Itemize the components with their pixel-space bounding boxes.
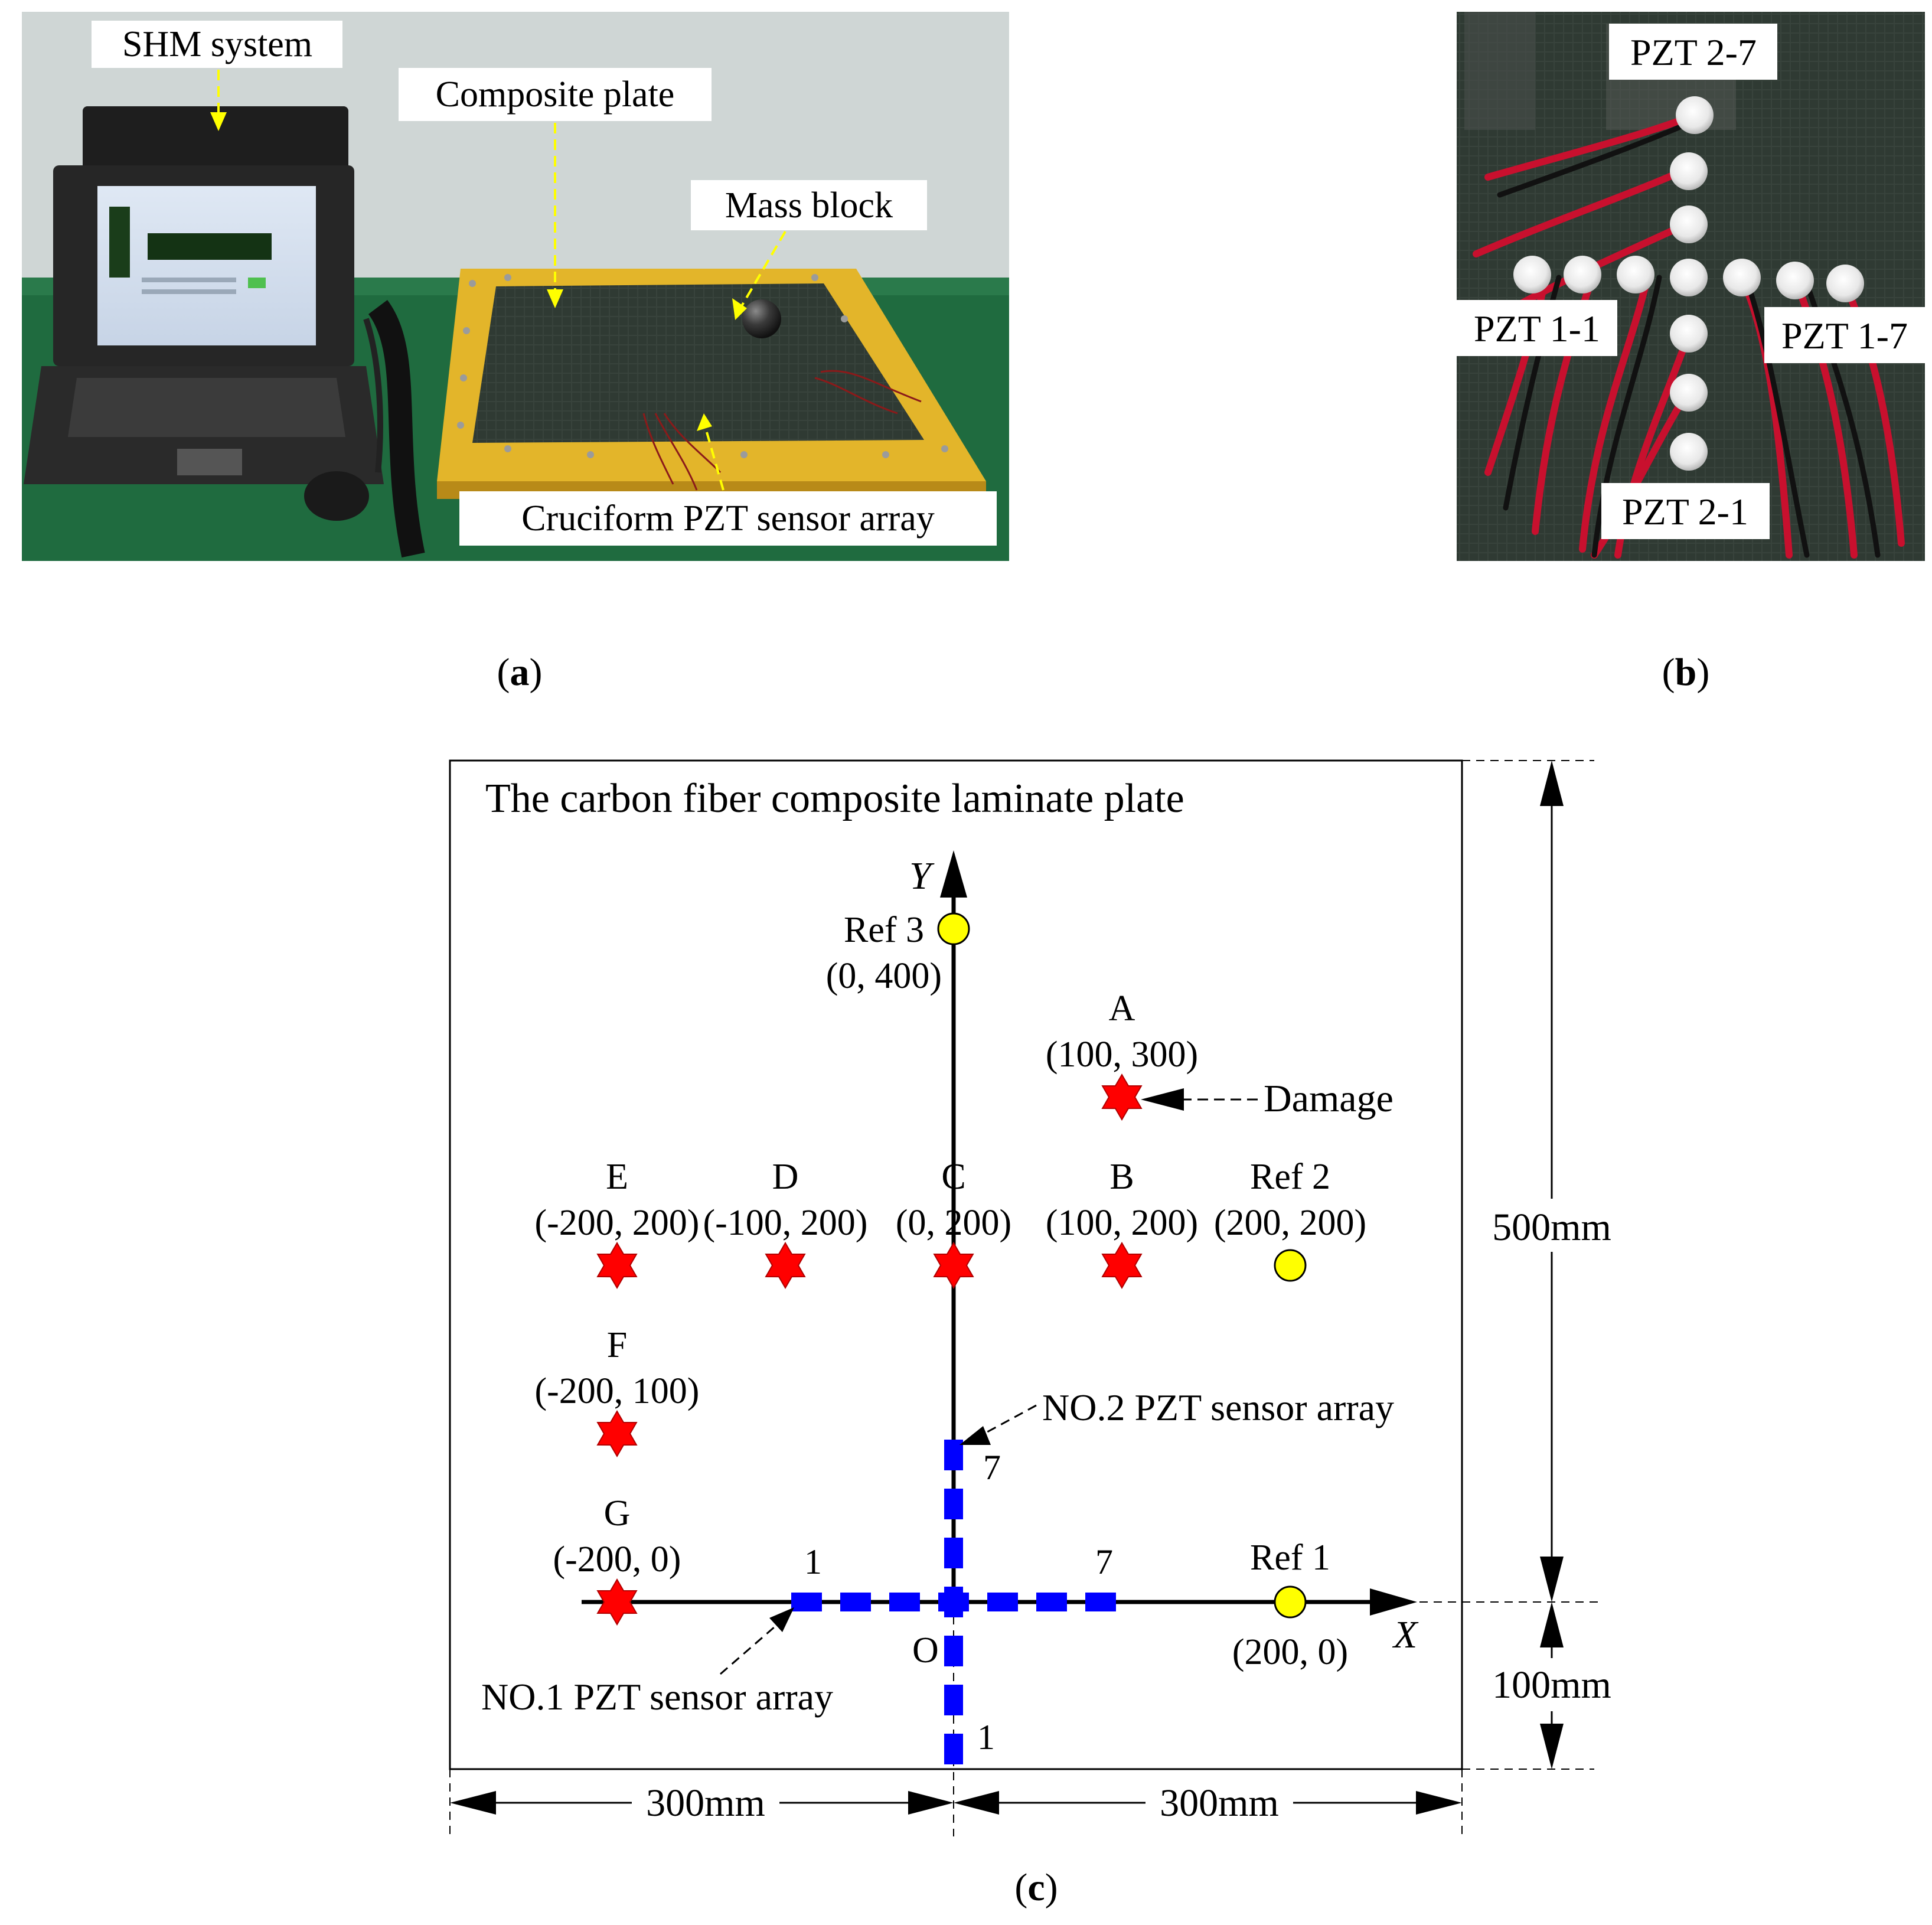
svg-text:PZT 1-7: PZT 1-7 — [1781, 315, 1908, 357]
reference-name-2: Ref 2 — [1250, 1157, 1330, 1197]
damage-name-b: B — [1109, 1157, 1134, 1197]
dim-300-left-label: 300mm — [646, 1782, 765, 1825]
damage-pointer-head — [1141, 1088, 1184, 1111]
y-axis-label: Y — [909, 854, 935, 898]
damage-marker-d — [765, 1242, 806, 1289]
damage-marker-a — [1101, 1074, 1143, 1121]
svg-text:Composite plate: Composite plate — [436, 74, 675, 115]
damage-coord-a: (100, 300) — [1046, 1035, 1198, 1075]
origin-label: O — [912, 1630, 939, 1670]
label-pzt-2-7: PZT 2-7 — [1609, 24, 1777, 80]
reference-name-1: Ref 1 — [1250, 1538, 1330, 1578]
sensor-array-1-element — [1036, 1593, 1067, 1611]
array2-index-start: 1 — [977, 1718, 995, 1757]
array2-index-end: 7 — [983, 1448, 1001, 1487]
plate-boundary — [449, 759, 1463, 1770]
damage-marker-c — [933, 1242, 974, 1289]
shm-system-device — [24, 106, 425, 558]
damage-label: Damage — [1264, 1077, 1393, 1120]
damage-marker-e — [596, 1242, 638, 1289]
dim-100-label: 100mm — [1492, 1663, 1611, 1707]
sensor-array-1-element — [1085, 1593, 1116, 1611]
sensor-array-2-element — [944, 1685, 963, 1715]
damage-name-a: A — [1109, 988, 1135, 1029]
sensor-array-2-element — [944, 1587, 963, 1617]
damage-marker-b — [1101, 1242, 1143, 1289]
array2-pointer — [972, 1404, 1037, 1441]
reference-marker-1 — [1274, 1585, 1307, 1619]
damage-markers: A (100, 300) B (100, 200) C (0, 200) D (-100, 2… — [535, 988, 1198, 1626]
damage-name-d: D — [772, 1157, 799, 1197]
array1-index-end: 7 — [1095, 1542, 1113, 1581]
damage-name-g: G — [604, 1493, 631, 1534]
dimension-extension-lines — [449, 760, 1600, 1836]
damage-coord-c: (0, 200) — [896, 1203, 1011, 1243]
sensor-array-1-element — [791, 1593, 822, 1611]
plate-surface — [472, 283, 924, 443]
reference-marker-3 — [937, 912, 970, 945]
svg-text:PZT 2-1: PZT 2-1 — [1622, 491, 1748, 533]
mass-block — [742, 299, 781, 338]
svg-text:SHM system: SHM system — [122, 24, 312, 64]
svg-text:Mass block: Mass block — [725, 185, 893, 226]
damage-name-f: F — [607, 1325, 627, 1365]
x-axis-label: X — [1392, 1613, 1419, 1656]
y-axis-arrowhead — [940, 850, 967, 898]
array2-pointer-head — [960, 1426, 991, 1445]
label-pzt-2-1: PZT 2-1 — [1601, 483, 1770, 539]
dim-300-right-label: 300mm — [1160, 1782, 1279, 1825]
sensor-array-2-element — [944, 1489, 963, 1519]
reference-coord-3: (0, 400) — [826, 956, 942, 996]
reference-marker-2 — [1274, 1249, 1307, 1282]
label-pzt-1-7: PZT 1-7 — [1764, 307, 1925, 363]
damage-coord-g: (-200, 0) — [553, 1539, 681, 1580]
label-composite-plate: Composite plate — [399, 68, 712, 121]
damage-coord-e: (-200, 200) — [535, 1203, 700, 1243]
label-mass-block: Mass block — [691, 180, 927, 230]
sensor-array-1-element — [840, 1593, 871, 1611]
sensor-array-2-element — [944, 1440, 963, 1470]
array1-pointer-head — [769, 1607, 794, 1632]
damage-coord-b: (100, 200) — [1046, 1203, 1198, 1243]
caption-a: (a) — [497, 651, 543, 694]
caption-c: (c) — [1014, 1866, 1058, 1909]
plate-title: The carbon fiber composite laminate plat… — [485, 776, 1184, 821]
reference-coord-2: (200, 200) — [1214, 1203, 1366, 1243]
caption-b: (b) — [1662, 651, 1710, 694]
sensor-array-2 — [944, 1440, 963, 1764]
damage-marker-f — [596, 1410, 638, 1457]
sensor-array-1-element — [889, 1593, 920, 1611]
sensor-array-1-element — [987, 1593, 1018, 1611]
array1-index-start: 1 — [804, 1542, 822, 1581]
sensor-array-2-element — [944, 1538, 963, 1568]
svg-text:PZT 1-1: PZT 1-1 — [1474, 308, 1600, 350]
sensor-array-2-element — [944, 1734, 963, 1764]
label-sensor-array: Cruciform PZT sensor array — [459, 491, 997, 546]
svg-text:PZT 2-7: PZT 2-7 — [1630, 31, 1757, 73]
damage-name-e: E — [606, 1157, 628, 1197]
panel-b-photo: PZT 2-7 PZT 1-1 PZT 1-7 PZT 2-1 — [1457, 12, 1925, 561]
sensor-array-2-element — [944, 1636, 963, 1666]
shm-screen — [97, 186, 316, 345]
damage-marker-g — [596, 1578, 638, 1626]
pzt-discs — [1513, 96, 1864, 471]
damage-coord-d: (-100, 200) — [703, 1203, 868, 1243]
array1-label: NO.1 PZT sensor array — [481, 1676, 833, 1718]
panel-a-photo: SHM system Composite plate Mass block Cr… — [22, 12, 1009, 561]
reference-name-3: Ref 3 — [844, 910, 924, 950]
sensor-array-1 — [791, 1593, 1116, 1611]
svg-text:Cruciform PZT sensor array: Cruciform PZT sensor array — [521, 498, 935, 539]
dim-500-label: 500mm — [1492, 1206, 1611, 1249]
label-pzt-1-1: PZT 1-1 — [1457, 300, 1617, 356]
composite-plate-rig — [437, 269, 986, 499]
reference-coord-1: (200, 0) — [1232, 1632, 1348, 1672]
array2-label: NO.2 PZT sensor array — [1042, 1386, 1394, 1428]
x-axis-arrowhead — [1370, 1588, 1417, 1616]
label-shm-system: SHM system — [92, 21, 342, 68]
damage-name-c: C — [941, 1157, 965, 1197]
damage-coord-f: (-200, 100) — [535, 1371, 700, 1411]
reference-markers: Ref 1 (200, 0) Ref 2 (200, 200) Ref 3 (0, 400… — [826, 910, 1366, 1672]
panel-c-schematic: The carbon fiber composite laminate plat… — [449, 759, 1624, 1836]
